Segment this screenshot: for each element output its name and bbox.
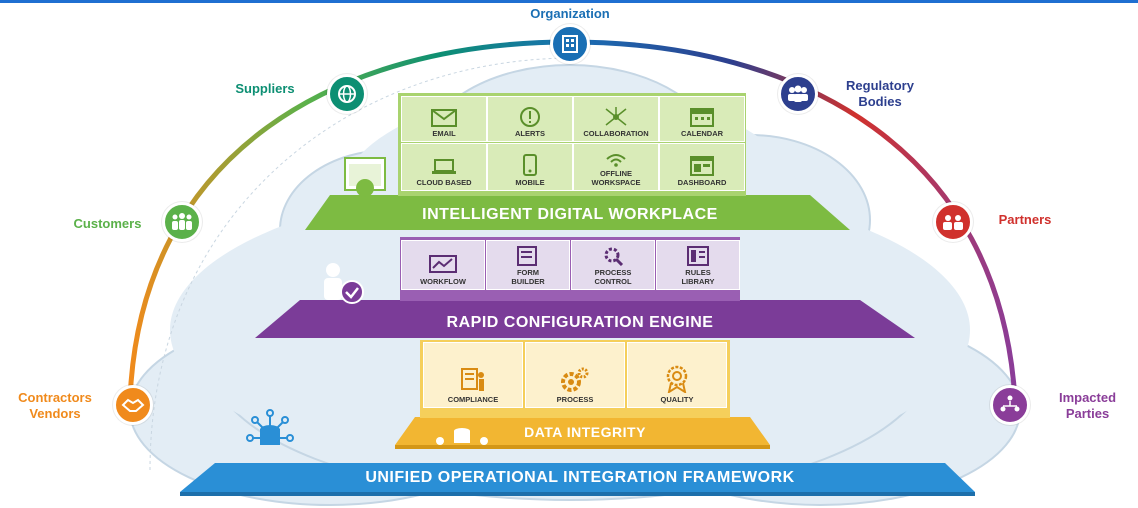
contractors-label: Contractors Vendors	[0, 390, 110, 422]
tile-workflow-label: WORKFLOW	[420, 277, 466, 286]
suppliers-label: Suppliers	[235, 81, 295, 96]
partners-icon	[943, 215, 963, 230]
rapid-engine-band	[255, 300, 915, 338]
contractors-label-line2: Vendors	[29, 406, 81, 421]
globe-network-icon	[338, 85, 356, 103]
dashboard-icon	[690, 156, 714, 176]
process-control-icon	[604, 247, 624, 266]
unified-title: UNIFIED OPERATIONAL INTEGRATION FRAMEWOR…	[365, 469, 795, 486]
unified-framework-band	[180, 463, 975, 492]
tile-quality: QUALITY	[627, 342, 727, 408]
contractors-node	[113, 385, 153, 425]
impacted-label: Impacted Parties	[1040, 390, 1135, 422]
tile-rules-library-label: RULES LIBRARY	[681, 268, 715, 286]
tile-cloud-based-label: CLOUD BASED	[416, 178, 472, 187]
contractors-label-line1: Contractors	[18, 390, 92, 405]
regulatory-label-line1: Regulatory	[846, 78, 914, 93]
data-integrity-band	[395, 417, 770, 445]
suppliers-node	[327, 74, 367, 114]
calendar-icon	[690, 108, 714, 127]
tile-form-builder-label: FORM BUILDER	[511, 268, 545, 286]
workplace-band	[305, 195, 850, 230]
tile-calendar-label: CALENDAR	[680, 129, 724, 138]
impacted-label-line2: Parties	[1065, 406, 1110, 421]
tile-dashboard: DASHBOARD	[659, 143, 745, 191]
cloud-laptop-icon	[432, 159, 456, 174]
tile-process-label: PROCESS	[556, 395, 594, 404]
regulatory-label-line2: Bodies	[858, 94, 902, 109]
tile-process: PROCESS	[525, 342, 625, 408]
group-icon	[788, 85, 808, 102]
tile-collaboration-label: COLLABORATION	[583, 129, 649, 138]
tile-calendar: CALENDAR	[659, 96, 745, 142]
impacted-node	[990, 385, 1030, 425]
tile-rules-library: RULES LIBRARY	[656, 240, 740, 290]
rules-library-icon	[687, 246, 709, 266]
impacted-label-line1: Impacted	[1058, 390, 1117, 405]
email-icon	[431, 109, 457, 127]
top-border	[0, 0, 1138, 3]
partners-label: Partners	[998, 212, 1052, 227]
tile-email-label: EMAIL	[432, 129, 456, 138]
tile-compliance-label: COMPLIANCE	[447, 395, 499, 404]
tile-email: EMAIL	[401, 96, 487, 142]
regulatory-label: Regulatory Bodies	[835, 78, 925, 110]
tile-process-control: PROCESS CONTROL	[571, 240, 655, 290]
organization-node	[550, 24, 590, 64]
data-integrity-title: DATA INTEGRITY	[524, 424, 646, 440]
wifi-icon	[606, 154, 626, 167]
tile-offline-workspace-label: OFFLINE WORKSPACE	[591, 169, 641, 187]
collaboration-icon	[605, 107, 627, 126]
customers-node	[162, 202, 202, 242]
tile-form-builder: FORM BUILDER	[486, 240, 570, 290]
customers-label: Customers	[73, 216, 142, 231]
regulatory-node	[778, 74, 818, 114]
workflow-icon	[429, 255, 457, 273]
tile-quality-label: QUALITY	[660, 395, 694, 404]
tile-mobile: MOBILE	[487, 143, 573, 191]
organization-label: Organization	[530, 6, 610, 21]
tile-offline-workspace: OFFLINE WORKSPACE	[573, 143, 659, 191]
tile-collaboration: COLLABORATION	[573, 96, 659, 142]
network-people-icon	[1000, 395, 1020, 412]
alert-icon	[520, 107, 540, 127]
mobile-icon	[523, 154, 537, 176]
database-network-icon	[246, 409, 294, 445]
person-check-icon	[324, 263, 364, 304]
tile-cloud-based: CLOUD BASED	[401, 143, 487, 191]
touch-screen-icon	[344, 157, 386, 197]
building-icon	[562, 35, 578, 53]
form-icon	[517, 246, 537, 266]
tile-process-control-label: PROCESS CONTROL	[594, 268, 632, 286]
tile-workflow: WORKFLOW	[401, 240, 485, 290]
people-icon	[172, 213, 192, 230]
quality-badge-icon	[666, 365, 688, 393]
tile-mobile-label: MOBILE	[515, 178, 545, 187]
compliance-icon	[461, 368, 484, 391]
rapid-title: RAPID CONFIGURATION ENGINE	[446, 314, 714, 331]
handshake-icon	[121, 398, 145, 412]
data-integrity-icon	[436, 428, 488, 445]
tile-compliance: COMPLIANCE	[423, 342, 523, 408]
workplace-title: INTELLIGENT DIGITAL WORKPLACE	[422, 206, 718, 223]
gears-icon	[561, 367, 589, 392]
tile-alerts: ALERTS	[487, 96, 573, 142]
partners-node	[933, 202, 973, 242]
tile-alerts-label: ALERTS	[515, 129, 545, 138]
tile-dashboard-label: DASHBOARD	[677, 178, 727, 187]
